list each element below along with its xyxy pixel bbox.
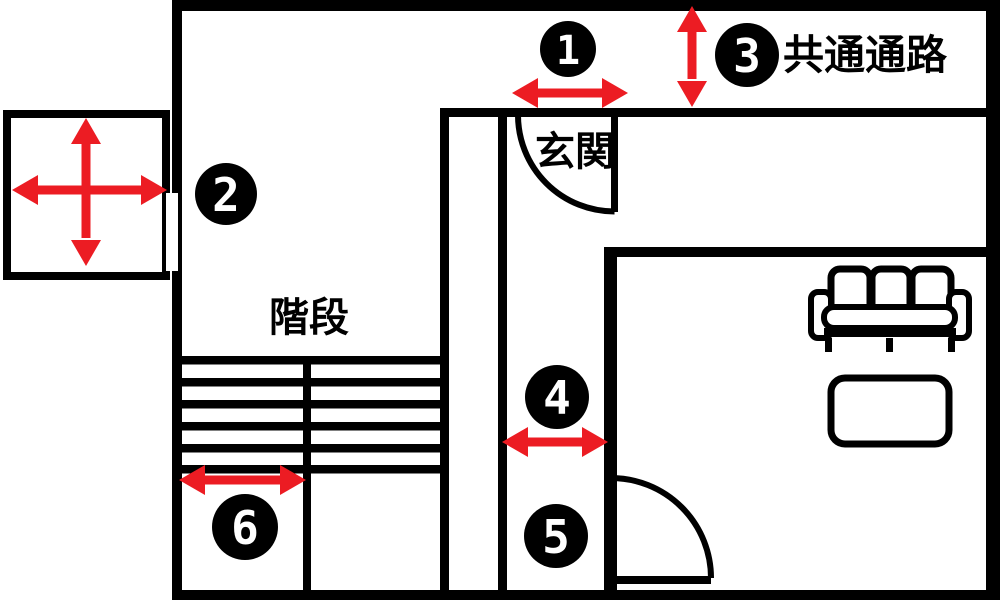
label-entrance: 玄関 [535, 130, 615, 174]
elevator-door-edge-right [178, 193, 181, 271]
marker-4: 4 [525, 365, 589, 429]
sofa-leg [948, 338, 955, 352]
room-door [610, 475, 714, 584]
wall-stair-hall-right [440, 108, 449, 600]
arrow-head-left [179, 465, 205, 495]
arrow-head-left [502, 427, 528, 457]
wall-corridor-bottom [440, 108, 997, 117]
wall-entrance-corridor-left [498, 115, 507, 600]
measure-arrow-6 [179, 465, 306, 495]
table-icon [827, 374, 953, 448]
arrow-shaft [536, 88, 604, 98]
elevator-door-opening [166, 193, 178, 271]
marker-3: 3 [715, 23, 779, 87]
marker-1: 1 [540, 21, 596, 77]
wall-top [173, 0, 997, 11]
stairs [182, 356, 440, 600]
arrow-head-right [602, 78, 628, 108]
marker-number: 6 [231, 501, 259, 555]
marker-number: 5 [542, 510, 570, 564]
arrow-head-bottom [677, 81, 707, 107]
sofa-leg [886, 338, 893, 352]
entrance-door-leaf [611, 115, 618, 212]
measure-arrow-4 [502, 427, 608, 457]
arrow-head-bottom [71, 240, 101, 266]
wall-room-top [604, 247, 997, 257]
wall-left [172, 0, 182, 600]
arrow-head-left [12, 175, 38, 205]
entrance-door [515, 114, 618, 215]
stair-center-divider [303, 356, 311, 600]
marker-number: 2 [212, 168, 240, 222]
marker-circle [525, 365, 589, 429]
sofa-base [824, 328, 956, 337]
elevator-depth-arrow [71, 118, 101, 266]
arrow-head-top [71, 118, 101, 144]
arrow-shaft [203, 475, 280, 485]
label-stairs: 階段 [269, 296, 349, 340]
arrow-shaft [526, 437, 582, 447]
entrance-door-swing-arc [515, 114, 615, 215]
marker-circle [524, 504, 588, 568]
numbered-markers: 1 2 3 4 5 6 [195, 21, 779, 568]
marker-2: 2 [195, 163, 257, 225]
marker-circle [195, 163, 257, 225]
wall-room-left [604, 247, 617, 600]
room-door-swing-arc [610, 475, 714, 579]
marker-number: 3 [733, 29, 761, 83]
marker-number: 4 [543, 371, 571, 425]
label-common-corridor: 共通通路 [783, 32, 948, 78]
marker-6: 6 [212, 494, 278, 560]
arrow-head-right [280, 465, 306, 495]
measure-arrow-3 [677, 6, 707, 107]
sofa-seat [821, 304, 958, 331]
marker-circle [212, 494, 278, 560]
marker-circle [715, 23, 779, 87]
arrow-head-right [582, 427, 608, 457]
walls [172, 0, 1000, 600]
sofa-icon [808, 265, 972, 352]
measure-arrow-1 [512, 78, 628, 108]
arrow-head-top [677, 6, 707, 32]
arrow-head-left [512, 78, 538, 108]
sofa-leg [825, 338, 832, 352]
marker-circle [540, 21, 596, 77]
elevator-door-edge-left [163, 193, 166, 271]
arrow-head-right [141, 175, 167, 205]
wall-right [986, 0, 1000, 600]
room-door-leaf [611, 576, 711, 584]
wall-bottom [172, 590, 1000, 600]
arrow-shaft [81, 142, 91, 238]
marker-number: 1 [556, 28, 580, 74]
measurement-arrows [12, 6, 707, 495]
arrow-shaft [687, 30, 697, 79]
marker-5: 5 [524, 504, 588, 568]
